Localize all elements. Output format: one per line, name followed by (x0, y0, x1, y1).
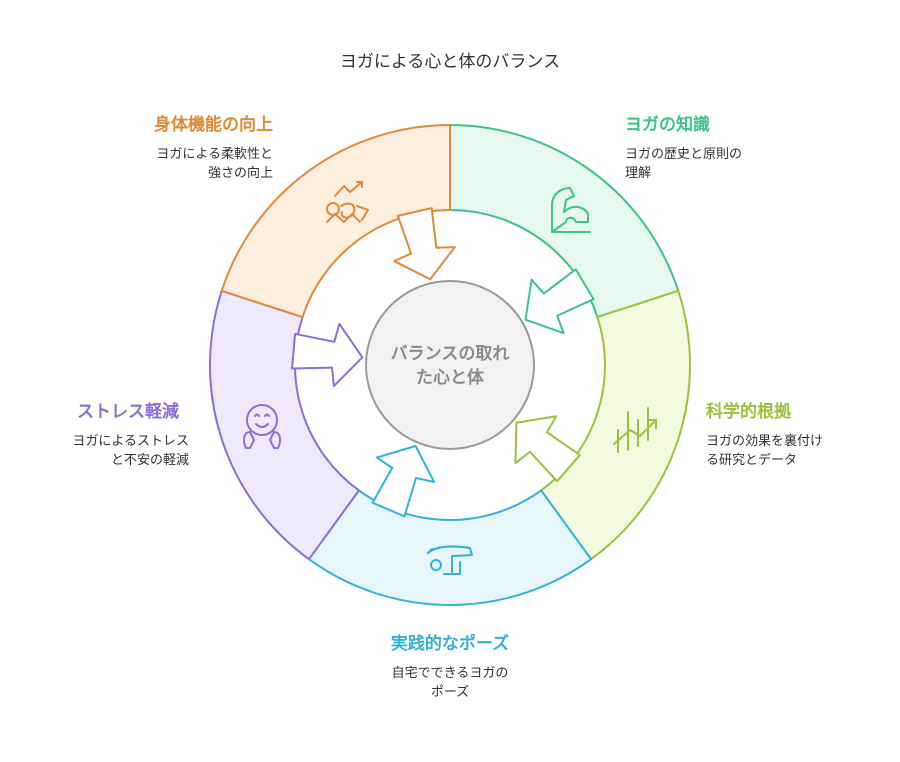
ring-segment-science (539, 289, 691, 561)
desc-scientific-evidence: ヨガの効果を裏付け る研究とデータ (706, 432, 823, 470)
heading-yoga-knowledge: ヨガの知識 (625, 115, 710, 135)
desc-stress-reduction-line-1: ヨガによるストレス (72, 434, 189, 449)
desc-scientific-evidence-line-1: ヨガの効果を裏付け (706, 434, 824, 449)
yoga-pose-icon (427, 545, 473, 575)
arrow-poses (371, 444, 436, 518)
ring-segment-knowledge (449, 123, 680, 319)
desc-physical-function: ヨガによる柔軟性と 強さの向上 (156, 145, 273, 183)
center-label: バランスの取れ た心と体 (375, 342, 525, 390)
heading-scientific-evidence: 科学的根拠 (706, 402, 791, 422)
desc-physical-function-line-2: 強さの向上 (207, 166, 273, 181)
desc-stress-reduction-line-2: と不安の軽減 (110, 453, 189, 468)
inward-arrows (291, 207, 595, 518)
diagram-title: ヨガによる心と体のバランス (339, 52, 561, 72)
desc-practical-poses-line-1: 自宅でできるヨガの (391, 666, 509, 681)
center-label-line-2: た心と体 (416, 368, 484, 388)
calm-face-icon (242, 404, 282, 449)
desc-yoga-knowledge: ヨガの歴史と原則の 理解 (625, 145, 742, 183)
heading-practical-poses: 実践的なポーズ (390, 634, 510, 654)
arrow-function (393, 207, 456, 281)
ring-segment-stress (209, 289, 361, 561)
heading-physical-function: 身体機能の向上 (154, 115, 273, 135)
desc-yoga-knowledge-line-1: ヨガの歴史と原則の (625, 147, 743, 162)
desc-practical-poses: 自宅でできるヨガの ポーズ (330, 664, 570, 702)
rising-chart-icon (613, 407, 657, 453)
desc-physical-function-line-1: ヨガによる柔軟性と (156, 147, 273, 162)
desc-scientific-evidence-line-2: る研究とデータ (706, 453, 798, 468)
arrow-stress (291, 322, 364, 388)
ring-segment-poses (307, 489, 593, 606)
arrow-science (514, 415, 581, 483)
center-label-line-1: バランスの取れ (390, 344, 510, 364)
center-circle (365, 280, 535, 450)
ring-segment-function (220, 123, 451, 319)
desc-practical-poses-line-2: ポーズ (430, 685, 470, 700)
arrow-knowledge (524, 268, 595, 335)
heading-stress-reduction: ストレス軽減 (77, 402, 179, 422)
flexed-arm-icon (551, 187, 591, 233)
desc-yoga-knowledge-line-2: 理解 (625, 166, 652, 181)
stretching-person-icon (326, 181, 369, 223)
ring-segments (209, 123, 691, 606)
desc-stress-reduction: ヨガによるストレス と不安の軽減 (72, 432, 189, 470)
